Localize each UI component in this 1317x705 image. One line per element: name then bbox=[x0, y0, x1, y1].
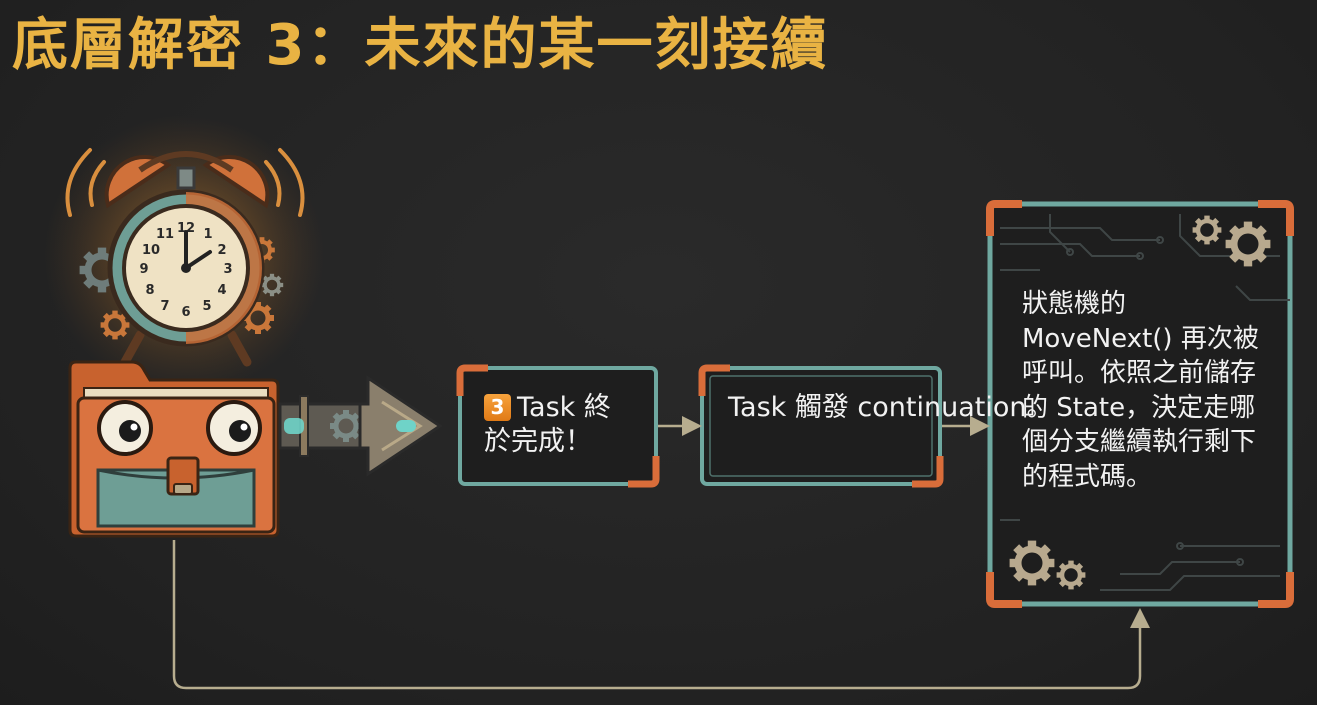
clock-number: 2 bbox=[217, 243, 226, 258]
flow-connectors bbox=[172, 416, 1150, 690]
step-2-label: Task 觸發 continuation。 bbox=[728, 392, 1054, 423]
clock-number: 11 bbox=[156, 227, 174, 242]
alarm-clock-icon: 12 1 2 3 4 5 6 7 8 9 10 11 bbox=[45, 115, 325, 395]
clock-number: 10 bbox=[142, 243, 160, 258]
clock-number: 5 bbox=[202, 299, 211, 314]
clock-number: 8 bbox=[145, 283, 154, 298]
clock-number: 7 bbox=[160, 299, 169, 314]
folder-character-icon bbox=[68, 360, 280, 538]
clock-number: 12 bbox=[177, 221, 195, 236]
step-badge: 3 bbox=[484, 394, 511, 421]
clock-number: 3 bbox=[223, 262, 232, 277]
clock-number: 4 bbox=[217, 283, 226, 298]
clock-number: 1 bbox=[203, 227, 212, 242]
step-1-label: Task 終於完成！ bbox=[484, 392, 611, 457]
slide-title: 底層解密 3：未來的某一刻接續 bbox=[12, 13, 829, 78]
step-box-2 bbox=[698, 364, 944, 488]
connector-loop bbox=[172, 540, 1150, 690]
step-3-text: 狀態機的 MoveNext() 再次被呼叫。依照之前儲存的 State，決定走哪… bbox=[1022, 287, 1272, 494]
clock-number: 6 bbox=[181, 305, 190, 320]
mechanical-arrow-icon bbox=[278, 375, 443, 477]
step-box-3 bbox=[986, 200, 1294, 608]
step-3-label: 狀態機的 MoveNext() 再次被呼叫。依照之前儲存的 State，決定走哪… bbox=[1022, 289, 1259, 492]
clock-number: 9 bbox=[139, 262, 148, 277]
step-2-text: Task 觸發 continuation。 bbox=[728, 391, 1054, 425]
